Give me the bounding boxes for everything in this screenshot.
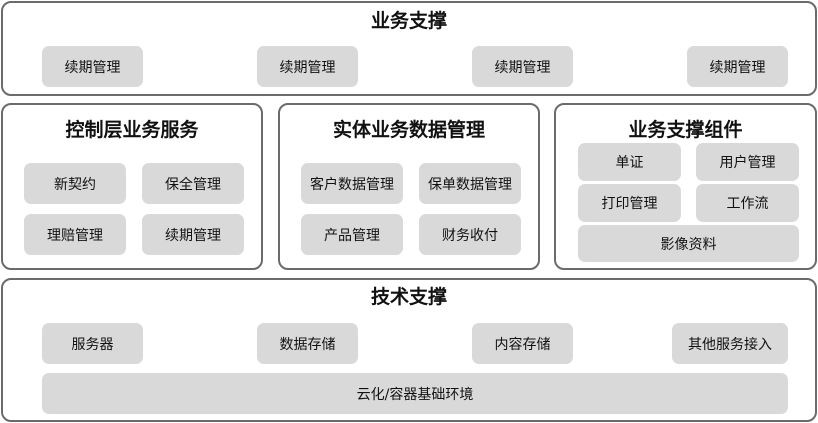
- control-layer-title: 控制层业务服务: [65, 119, 199, 141]
- control-layer-item: 续期管理: [142, 214, 244, 255]
- control-layer-item: 理赔管理: [24, 214, 126, 255]
- support-components-title: 业务支撑组件: [628, 119, 743, 141]
- business-support-item: 续期管理: [687, 46, 788, 87]
- entity-data-item: 客户数据管理: [301, 163, 403, 204]
- business-support-item: 续期管理: [42, 46, 143, 87]
- control-layer-panel: 控制层业务服务 新契约 保全管理 理赔管理 续期管理: [1, 103, 263, 270]
- tech-support-panel: 技术支撑 服务器 数据存储 内容存储 其他服务接入 云化/容器基础环境: [1, 278, 817, 422]
- entity-data-title: 实体业务数据管理: [332, 119, 485, 141]
- tech-support-infrastructure: 云化/容器基础环境: [42, 373, 788, 414]
- support-components-panel: 业务支撑组件 单证 用户管理 打印管理 工作流 影像资料: [554, 103, 817, 270]
- control-layer-item: 保全管理: [142, 163, 244, 204]
- support-components-item: 影像资料: [578, 225, 799, 262]
- support-components-item: 工作流: [696, 184, 799, 222]
- tech-support-item: 内容存储: [472, 323, 573, 364]
- business-support-title: 业务支撑: [370, 10, 447, 32]
- entity-data-panel: 实体业务数据管理 客户数据管理 保单数据管理 产品管理 财务收付: [278, 103, 540, 270]
- tech-support-title: 技术支撑: [370, 286, 447, 308]
- control-layer-item: 新契约: [24, 163, 126, 204]
- entity-data-item: 产品管理: [301, 214, 403, 255]
- business-support-panel: 业务支撑 续期管理 续期管理 续期管理 续期管理: [1, 1, 817, 96]
- tech-support-item: 数据存储: [257, 323, 358, 364]
- support-components-item: 用户管理: [696, 143, 799, 181]
- support-components-item: 单证: [578, 143, 681, 181]
- tech-support-item: 服务器: [42, 323, 143, 364]
- tech-support-item: 其他服务接入: [672, 323, 788, 364]
- support-components-item: 打印管理: [578, 184, 681, 222]
- business-support-item: 续期管理: [472, 46, 573, 87]
- entity-data-item: 保单数据管理: [419, 163, 521, 204]
- business-support-item: 续期管理: [257, 46, 358, 87]
- entity-data-item: 财务收付: [419, 214, 521, 255]
